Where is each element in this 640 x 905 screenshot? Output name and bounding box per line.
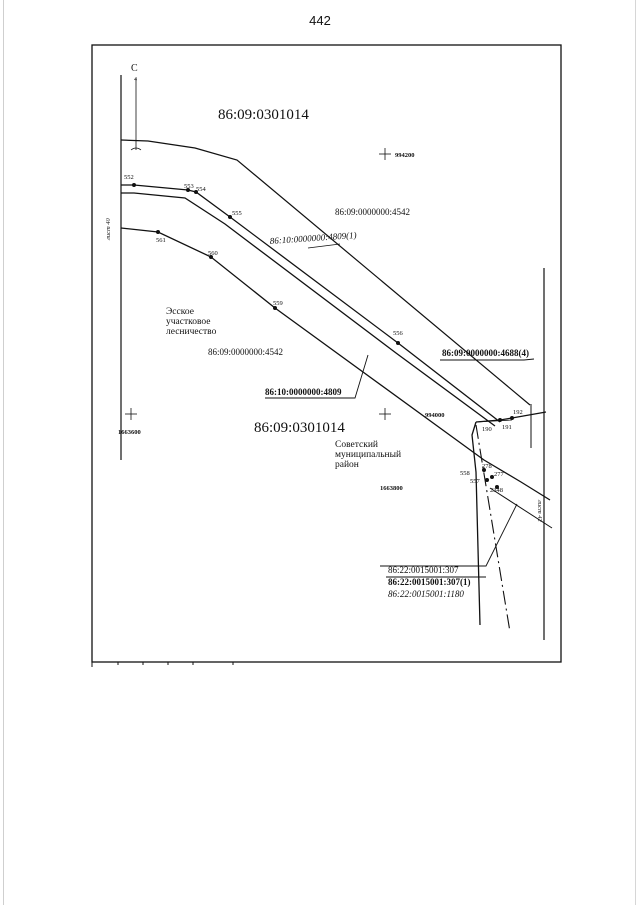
strip-line-4 <box>489 487 553 529</box>
grid-label-bottom: 1663800 <box>380 485 403 492</box>
district-label-3: район <box>335 459 359 470</box>
point-560: 560 <box>208 250 218 257</box>
point-190: 190 <box>482 426 492 433</box>
page-number: 442 <box>309 13 331 28</box>
point-markers <box>132 183 514 489</box>
parcel-bottom-block: 86:09:0301014 <box>254 420 345 436</box>
scan-edge-right <box>635 0 636 905</box>
point-558: 558 <box>460 470 470 477</box>
point-191: 191 <box>502 424 512 431</box>
point-278: 278 <box>482 463 492 470</box>
parcel-lower-strip: 86:09:0000000:4542 <box>208 347 283 357</box>
frame-ticks <box>91 662 234 667</box>
corner-left-edge <box>471 421 481 626</box>
parcel-road-boxed: 86:10:0000000:4809 <box>265 387 342 397</box>
north-sub-label: 4 <box>134 77 137 83</box>
forestry-label-3: лесничество <box>166 327 217 337</box>
grid-cross-left <box>125 408 137 420</box>
legend-line-3: 86:22:0015001:1180 <box>388 589 464 599</box>
point-2348: 2348 <box>490 487 503 494</box>
point-192: 192 <box>513 409 523 416</box>
forestry-label-1: Эсское <box>166 307 194 317</box>
legend-pointer <box>380 503 518 567</box>
parcel-top-block: 86:09:0301014 <box>218 107 309 123</box>
upper-boundary <box>120 139 531 406</box>
scan-edge-left <box>3 0 4 905</box>
point-277: 277 <box>494 471 505 478</box>
map-frame <box>91 44 562 663</box>
district-label-1: Советский <box>335 439 378 450</box>
point-561: 561 <box>156 237 166 244</box>
point-559: 559 <box>273 300 283 307</box>
north-label: С <box>131 63 138 74</box>
road-label-pointer <box>265 354 369 399</box>
strip-line-2 <box>121 192 496 427</box>
point-554: 554 <box>196 186 207 193</box>
grid-label-top-right: 994200 <box>395 152 415 159</box>
point-553: 553 <box>184 183 194 190</box>
sheet-label-left: лист 40 <box>105 217 112 241</box>
parcel-right: 86:09:0000000:4688(4) <box>442 348 529 358</box>
parcel-road-italic: 86:10:0000000:4809(1) <box>269 230 356 246</box>
point-556: 556 <box>393 330 404 337</box>
forestry-label-2: участковое <box>166 317 211 327</box>
legend-line-1: 86:22:0015001:307 <box>388 565 459 575</box>
road-pointer <box>307 243 341 249</box>
grid-label-middle: 994000 <box>425 412 445 419</box>
district-label-2: муниципальный <box>335 449 401 460</box>
grid-label-left: 1663600 <box>118 429 141 436</box>
grid-cross-top-right <box>379 148 391 160</box>
sheet-label-right: лист 42 <box>536 499 543 523</box>
point-552: 552 <box>124 174 134 181</box>
grid-cross-middle <box>379 408 391 420</box>
right-parcel-pointer <box>440 358 535 361</box>
parcel-upper-strip: 86:09:0000000:4542 <box>335 207 410 217</box>
point-557: 557 <box>470 478 481 485</box>
dash-dot-line <box>475 424 511 633</box>
legend-line-2: 86:22:0015001:307(1) <box>388 577 471 587</box>
point-555: 555 <box>232 210 242 217</box>
